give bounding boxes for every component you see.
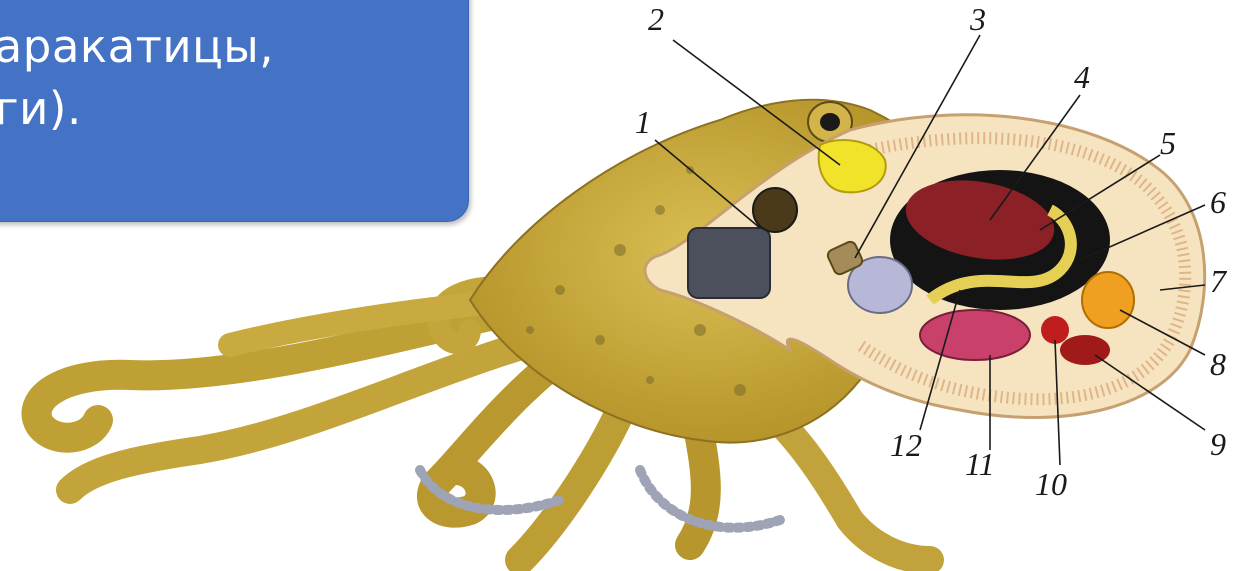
ink-sac <box>688 228 770 298</box>
label-12: 12 <box>890 427 922 463</box>
label-3: 3 <box>969 1 986 37</box>
label-8: 8 <box>1210 346 1226 382</box>
label-4: 4 <box>1074 59 1090 95</box>
statocyst <box>753 188 797 232</box>
label-7: 7 <box>1210 263 1228 299</box>
label-2: 2 <box>648 1 664 37</box>
heart <box>1041 316 1069 344</box>
label-1: 1 <box>635 104 651 140</box>
label-5: 5 <box>1160 125 1176 161</box>
label-9: 9 <box>1210 426 1226 462</box>
gonad <box>1082 272 1134 328</box>
label-11: 11 <box>965 446 995 482</box>
label-6: 6 <box>1210 184 1226 220</box>
hepatopancreas <box>920 310 1030 360</box>
label-10: 10 <box>1035 466 1067 502</box>
